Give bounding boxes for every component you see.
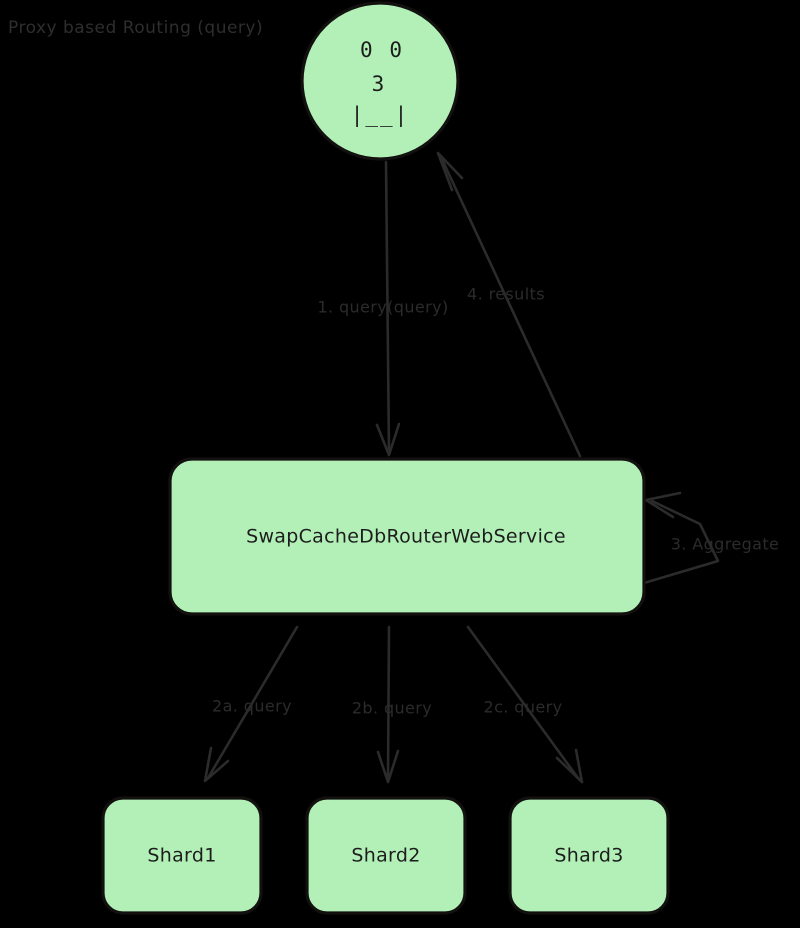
edge-2a-label: 2a. query [212, 697, 292, 716]
edge-1-label: 1. query(query) [317, 298, 448, 317]
edge-4-results: 4. results [436, 151, 582, 458]
node-router-service[interactable]: SwapCacheDbRouterWebService [168, 457, 646, 616]
node-shard1[interactable]: Shard1 [101, 796, 263, 915]
client-face-nose: 3 [372, 72, 387, 96]
shard2-label: Shard2 [351, 845, 420, 867]
edge-1-query: 1. query(query) [317, 160, 448, 457]
router-service-box[interactable] [168, 457, 646, 616]
client-circle[interactable] [300, 1, 460, 161]
shard3-box[interactable] [508, 796, 670, 915]
shard3-label: Shard3 [554, 845, 623, 867]
node-shard3[interactable]: Shard3 [508, 796, 670, 915]
edge-2c-query: 2c. query [466, 625, 584, 784]
edge-4-label: 4. results [467, 285, 545, 304]
shard1-label: Shard1 [147, 845, 216, 867]
router-service-label: SwapCacheDbRouterWebService [246, 526, 566, 548]
edge-2c-label: 2c. query [484, 698, 563, 717]
edge-2b-label: 2b. query [352, 699, 432, 718]
shard2-box[interactable] [305, 796, 467, 915]
edge-3-aggregate: 3. Aggregate [642, 491, 780, 585]
node-shard2[interactable]: Shard2 [305, 796, 467, 915]
client-face-mouth: |__| [351, 103, 410, 128]
edge-2a-query: 2a. query [203, 625, 299, 783]
shard1-box[interactable] [101, 796, 263, 915]
node-client[interactable]: 0 0 3 |__| [300, 1, 460, 161]
client-face-eyes: 0 0 [360, 38, 404, 62]
edge-2b-query: 2b. query [352, 625, 432, 784]
diagram-title: Proxy based Routing (query) [8, 18, 263, 38]
edge-3-label: 3. Aggregate [671, 535, 780, 554]
